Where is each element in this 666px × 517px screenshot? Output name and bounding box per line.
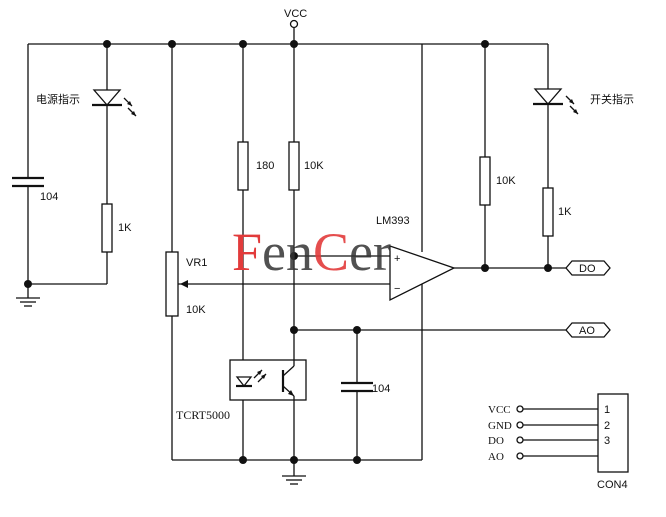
fencer-watermark: FenCer [232,222,391,282]
tcrt5000-label: TCRT5000 [176,408,230,422]
connector-pin-gnd: GND 2 [488,420,610,432]
resistor-180: 180 [237,44,274,360]
resistor-1k-right: 1K [542,187,572,268]
svg-text:DO: DO [488,435,504,447]
ground-symbol-bottom [282,460,306,485]
svg-text:GND: GND [488,420,512,432]
connector-pin-vcc: VCC 1 [488,404,610,416]
connector-con4: VCC 1 GND 2 DO 3 AO CON4 [488,393,629,491]
junction-dots [24,40,552,464]
power-led: 电源指示 [36,44,137,204]
r1k-right-value: 1K [558,206,572,218]
r10k-b-value: 10K [496,175,516,187]
vcc-terminal: VCC [284,8,307,44]
ao-net-text: AO [579,325,595,337]
c2-value: 104 [372,383,390,395]
svg-text:VCC: VCC [488,404,511,416]
r10k-a-value: 10K [304,160,324,172]
connector-pin-do: DO 3 [488,435,610,447]
comparator-lm393: + − LM393 [294,44,566,460]
potentiometer-vr1: VR1 10K [165,44,390,460]
r1k-left-value: 1K [118,222,132,234]
resistor-1k-left: 1K [101,203,132,284]
connector-pin-ao: AO [488,451,598,463]
do-net-text: DO [579,263,596,275]
plus-sign: + [394,253,400,265]
capacitor-c1: 104 [12,44,58,284]
ao-net-label: AO [565,322,611,338]
vr1-name: VR1 [186,257,207,269]
do-net-label: DO [565,260,611,276]
capacitor-c2: 104 [341,330,390,460]
con4-label: CON4 [597,479,628,491]
vcc-label: VCC [284,8,307,20]
svg-text:1: 1 [604,404,610,416]
lm393-label: LM393 [376,215,410,227]
svg-text:3: 3 [604,435,610,447]
switch-led-label: 开关指示 [590,92,634,106]
resistor-10k-a: 10K [288,44,324,330]
minus-sign: − [394,283,400,295]
c1-value: 104 [40,191,58,203]
resistor-10k-b: 10K [479,44,516,268]
vr1-value: 10K [186,304,206,316]
svg-text:AO: AO [488,451,504,463]
r180-value: 180 [256,160,274,172]
tcrt5000-sensor: TCRT5000 [176,330,307,460]
svg-text:2: 2 [604,420,610,432]
power-led-label: 电源指示 [36,92,80,106]
switch-led: 开关指示 [533,44,634,188]
